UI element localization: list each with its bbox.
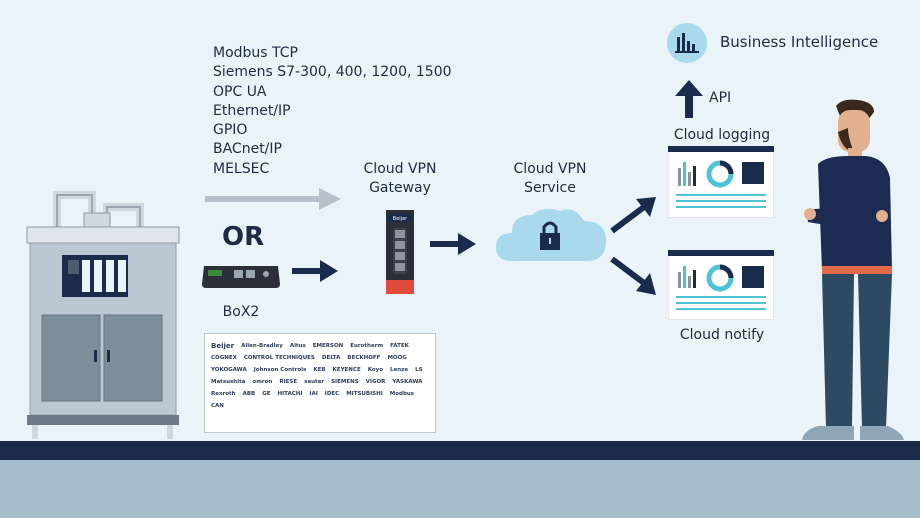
protocol-item: Ethernet/IP <box>213 102 291 119</box>
box2-device-icon <box>202 266 280 288</box>
brand-logo: BECKHOFF <box>347 355 381 361</box>
brand-logo: MITSUBISHI <box>346 391 383 397</box>
arrow-to-logging-icon <box>610 197 656 234</box>
gateway-label-line1: Cloud VPN <box>363 161 437 177</box>
business-intelligence-icon <box>667 23 707 63</box>
gateway-arrow-icon <box>430 233 476 255</box>
brand-logo: sauter <box>304 379 325 385</box>
protocol-arrow-icon <box>205 188 341 210</box>
brand-logo: SIEMENS <box>331 379 359 385</box>
brand-logo: CONTROL TECHNIQUES <box>243 355 315 361</box>
brand-logo: IDEC <box>324 391 340 397</box>
api-label: API <box>709 90 732 106</box>
brand-logo: Rexroth <box>211 391 236 397</box>
service-label-line2: Service <box>524 180 576 196</box>
protocol-item: BACnet/IP <box>213 141 282 158</box>
protocol-item: Siemens S7-300, 400, 1200, 1500 <box>213 64 452 81</box>
or-label: OR <box>222 222 265 252</box>
brand-logo: Beijer <box>211 342 235 350</box>
brand-logo: CAN <box>211 403 224 409</box>
cloud-logging-dashboard-icon <box>668 146 774 218</box>
brand-logo: GE <box>262 391 271 397</box>
brand-logo: KEB <box>313 367 326 373</box>
protocol-list: Modbus TCP Siemens S7-300, 400, 1200, 15… <box>213 44 452 179</box>
brand-logo: Modbus <box>389 391 415 397</box>
brand-logos-panel: Beijer Allen-Bradley Altus EMERSON Eurotherm… <box>204 333 436 433</box>
brand-logo: KEYENCE <box>332 367 361 373</box>
brand-logo: YOKOGAWA <box>211 367 247 373</box>
industrial-machine-icon <box>26 191 180 439</box>
svg-text:Beijer: Beijer <box>393 216 408 222</box>
protocol-item: Modbus TCP <box>213 45 298 61</box>
gateway-label: Cloud VPN Gateway <box>350 160 450 198</box>
cloud-logging-label: Cloud logging <box>673 127 771 143</box>
brand-logo: MOOG <box>387 355 407 361</box>
brand-logo: omron <box>252 379 273 385</box>
brand-logo: HITACHI <box>277 391 303 397</box>
brand-logo: YASKAWA <box>392 379 423 385</box>
brand-logo: Altus <box>289 343 306 349</box>
brand-logo: COGNEX <box>211 355 237 361</box>
box2-arrow-icon <box>292 260 338 282</box>
cloud-notify-label: Cloud notify <box>679 327 765 343</box>
person-illustration-icon <box>802 99 904 440</box>
brand-logo: ABB <box>242 391 256 397</box>
service-label: Cloud VPN Service <box>500 160 600 198</box>
brand-logo: Koyo <box>367 367 384 373</box>
brand-logo: Allen-Bradley <box>241 343 283 349</box>
arrow-to-notify-icon <box>610 256 656 295</box>
vpn-gateway-device-icon: Beijer <box>386 210 414 294</box>
service-label-line1: Cloud VPN <box>513 161 587 177</box>
api-up-arrow-icon <box>675 80 703 118</box>
brand-logo: VIGOR <box>365 379 386 385</box>
brand-logo: Matsushita <box>211 379 246 385</box>
business-intelligence-label: Business Intelligence <box>720 33 879 51</box>
brand-logo: DELTA <box>321 355 341 361</box>
floor <box>0 460 920 518</box>
brand-logo: RIESE <box>279 379 298 385</box>
brand-logo: LS <box>415 367 423 373</box>
box2-label: BoX2 <box>222 304 260 320</box>
brand-logo: Johnson Controls <box>253 367 307 373</box>
brand-logo: Eurotherm <box>350 343 384 349</box>
protocol-item: GPIO <box>213 122 248 139</box>
cloud-lock-icon <box>496 208 606 261</box>
cloud-notify-dashboard-icon <box>668 250 774 320</box>
brand-logo: FATEK <box>390 343 409 349</box>
protocol-item: MELSEC <box>213 160 270 177</box>
brand-logo: IAI <box>309 391 318 397</box>
protocol-item: OPC UA <box>213 83 267 100</box>
floor-band <box>0 441 920 460</box>
brand-logo: Lenze <box>390 367 409 373</box>
brand-logo: EMERSON <box>312 343 344 349</box>
gateway-label-line2: Gateway <box>369 180 431 196</box>
